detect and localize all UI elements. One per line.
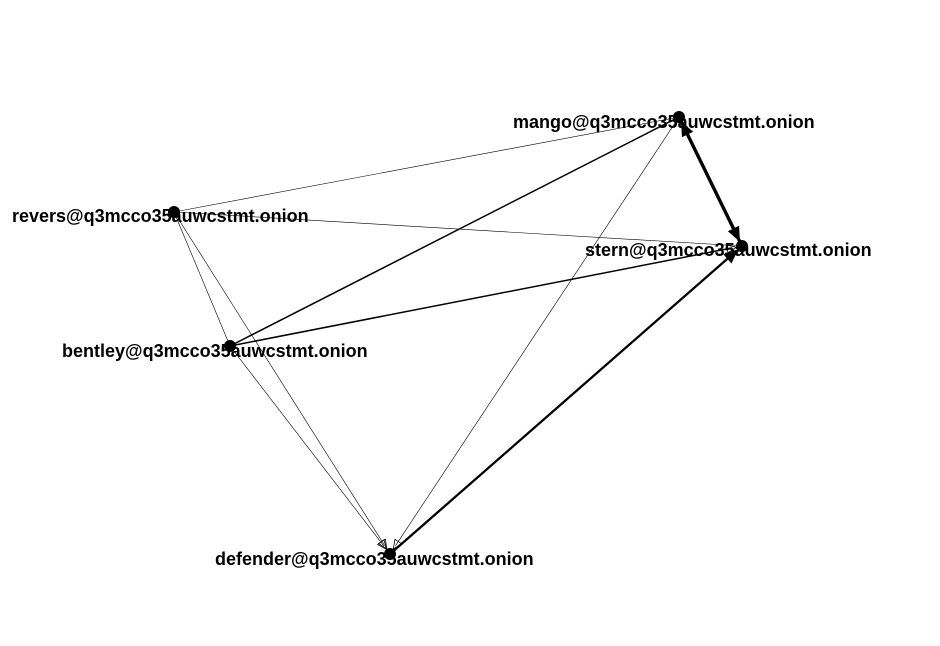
arrowhead-stern-mango <box>681 121 694 138</box>
arrowhead-bentley-defender <box>376 538 387 551</box>
nodes-layer <box>168 111 748 560</box>
edge-revers-defender <box>173 211 385 546</box>
arrowhead-bentley-stern <box>726 244 738 254</box>
arrowhead-defender-stern <box>723 249 739 264</box>
node-label-mango: mango@q3mcco35auwcstmt.onion <box>513 112 815 132</box>
node-label-stern: stern@q3mcco35auwcstmt.onion <box>585 240 872 260</box>
edge-revers-bentley <box>173 211 231 347</box>
edge-mango-defender <box>395 116 680 546</box>
node-stern[interactable] <box>736 240 748 252</box>
node-bentley[interactable] <box>224 340 236 352</box>
edge-stern-mango <box>681 125 744 247</box>
edge-revers-mango <box>173 116 680 213</box>
node-label-defender: defender@q3mcco35auwcstmt.onion <box>215 549 534 569</box>
node-mango[interactable] <box>673 111 685 123</box>
node-defender[interactable] <box>384 548 396 560</box>
node-label-bentley: bentley@q3mcco35auwcstmt.onion <box>62 341 368 361</box>
node-revers[interactable] <box>168 206 180 218</box>
edge-bentley-defender <box>229 345 385 547</box>
labels-layer: mango@q3mcco35auwcstmt.onion revers@q3mc… <box>12 112 872 569</box>
edges-layer <box>173 116 744 555</box>
edge-defender-stern <box>389 251 736 555</box>
edge-bentley-mango <box>229 116 680 347</box>
node-label-revers: revers@q3mcco35auwcstmt.onion <box>12 206 309 226</box>
edge-bentley-stern <box>229 247 733 347</box>
